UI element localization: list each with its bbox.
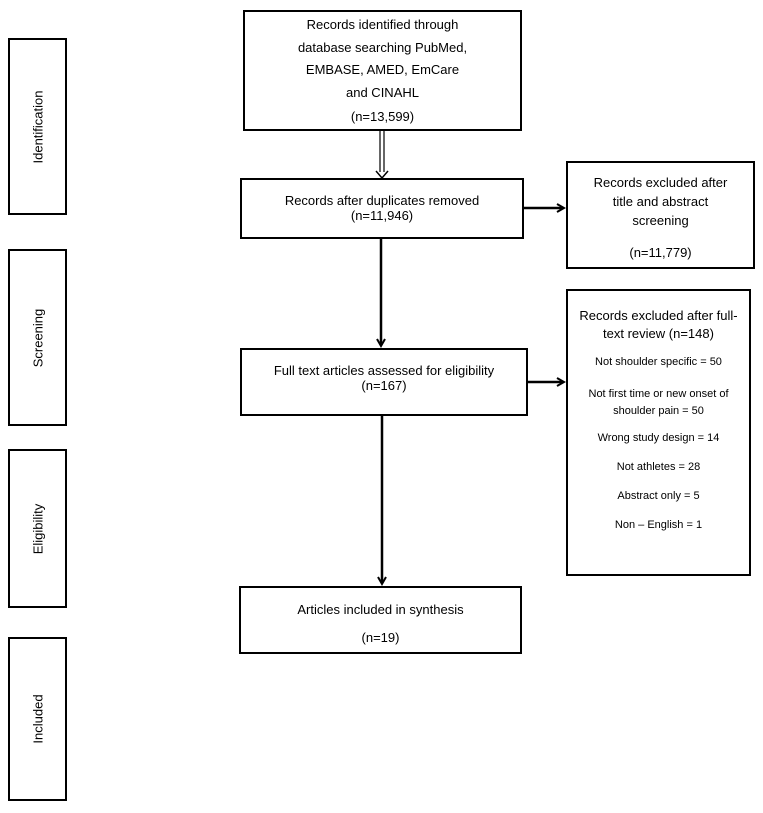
records-identified-line4: and CINAHL	[346, 85, 419, 100]
records-identified-line2: database searching PubMed,	[297, 40, 468, 55]
exclusion-reason: shoulder pain = 50	[613, 405, 704, 417]
excluded-fulltext-line1: Records excluded after full-	[579, 308, 738, 323]
phase-screening: Screening	[8, 249, 67, 426]
excluded-title-line2: title and abstract	[612, 194, 709, 209]
records-identified-box: Records identified through database sear…	[243, 10, 522, 131]
excluded-title-line1: Records excluded after	[593, 175, 728, 190]
phase-eligibility: Eligibility	[8, 449, 67, 608]
excluded-title-line3: screening	[632, 213, 689, 228]
exclusion-reason: Not athletes = 28	[616, 461, 701, 473]
articles-included-count: (n=19)	[361, 630, 400, 645]
exclusion-reason: Not shoulder specific = 50	[595, 356, 722, 368]
records-identified-count: (n=13,599)	[350, 109, 415, 124]
arrow-identified-to-duplicates	[375, 131, 389, 180]
records-identified-line3: EMBASE, AMED, EmCare	[305, 62, 460, 77]
exclusion-reason: Abstract only = 5	[617, 490, 700, 502]
fulltext-assessed-count: (n=167)	[361, 378, 407, 393]
excluded-fulltext-line2: text review (n=148)	[603, 326, 714, 341]
excluded-fulltext-box: Records excluded after full- text review…	[566, 289, 751, 576]
excluded-title-count: (n=11,779)	[629, 245, 692, 260]
duplicates-removed-count: (n=11,946)	[350, 208, 414, 223]
fulltext-assessed-label: Full text articles assessed for eligibil…	[273, 363, 495, 378]
exclusion-reason: Non – English = 1	[614, 519, 703, 531]
phase-identification: Identification	[8, 38, 67, 215]
records-identified-line1: Records identified through	[306, 17, 459, 32]
duplicates-removed-label: Records after duplicates removed	[284, 193, 480, 208]
fulltext-assessed-box: Full text articles assessed for eligibil…	[240, 348, 528, 416]
articles-included-label: Articles included in synthesis	[297, 602, 464, 617]
articles-included-box: Articles included in synthesis (n=19)	[239, 586, 522, 654]
exclusion-reason: Not first time or new onset of	[588, 388, 729, 400]
excluded-title-abstract-box: Records excluded after title and abstrac…	[566, 161, 755, 269]
phase-included: Included	[8, 637, 67, 801]
exclusion-reason: Wrong study design = 14	[597, 432, 720, 444]
duplicates-removed-box: Records after duplicates removed (n=11,9…	[240, 178, 524, 239]
